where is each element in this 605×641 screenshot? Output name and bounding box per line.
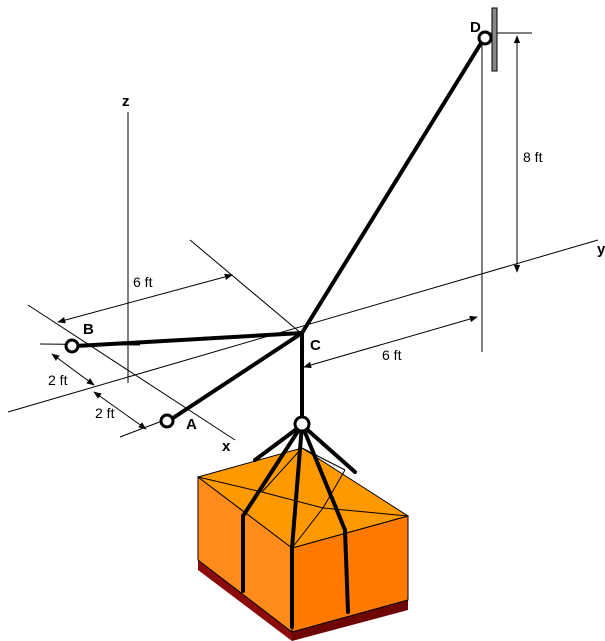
sling-3 [290, 423, 304, 550]
x-axis-label: x [222, 438, 231, 455]
dim-line-2ft-a [93, 391, 147, 430]
sling-2 [241, 423, 304, 518]
sling-8 [343, 528, 350, 614]
cable-cb [74, 331, 304, 348]
sling-4 [300, 423, 347, 532]
y-axis-line [7, 239, 599, 413]
crate-seam-5 [291, 507, 324, 549]
point-label-d: D [470, 19, 481, 36]
dim-label-6ft-lower: 6 ft [382, 347, 402, 363]
z-axis-label: z [122, 93, 130, 110]
y-axis-label: y [597, 241, 605, 258]
dim-label-8ft: 8 ft [523, 149, 543, 165]
ring-b [64, 338, 80, 354]
cable-cd [300, 38, 485, 335]
point-label-a: A [186, 416, 197, 433]
crate-seam-6 [301, 447, 346, 471]
crate-seam-7 [322, 469, 346, 509]
sling-5 [300, 423, 357, 474]
pallet-side [292, 600, 408, 641]
x-axis-line [27, 304, 236, 441]
point-label-b: B [83, 321, 94, 338]
ring-d [477, 30, 493, 46]
ring-hook [293, 415, 311, 433]
point-label-c: C [310, 337, 321, 354]
dim-line-2ft-b [51, 353, 95, 386]
dim-line-6ft-lower [303, 315, 478, 369]
pallet-front [198, 560, 292, 641]
dim-label-2ft-a: 2 ft [95, 405, 115, 421]
ring-a [159, 413, 175, 429]
crate [196, 447, 410, 641]
sling-1 [253, 423, 304, 462]
crate-seam-3 [261, 491, 324, 509]
slings [241, 423, 357, 629]
ext-line-c-perp [189, 239, 303, 335]
cable-ca [168, 331, 304, 422]
wall-support [491, 7, 498, 72]
dim-label-6ft-upper: 6 ft [133, 274, 153, 290]
crate-seam-1 [197, 476, 263, 493]
dim-label-2ft-b: 2 ft [48, 372, 68, 388]
crate-seam-2 [261, 447, 303, 493]
dim-line-6ft-upper [57, 273, 233, 324]
